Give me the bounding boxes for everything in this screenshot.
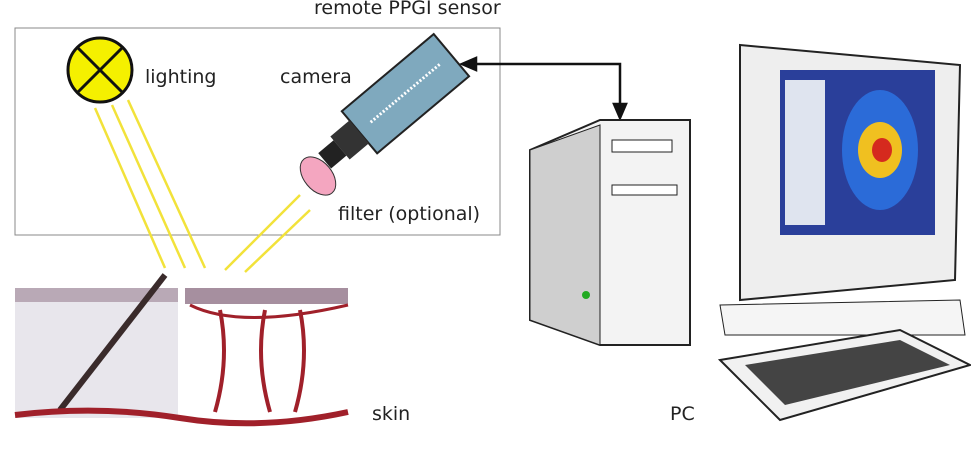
camera-icon bbox=[318, 32, 471, 169]
sensor-label: remote PPGI sensor bbox=[314, 0, 501, 19]
skin-label: skin bbox=[372, 403, 411, 425]
pc-tower-icon bbox=[529, 119, 691, 346]
sensor-box bbox=[14, 27, 501, 236]
connection-arrow bbox=[458, 56, 628, 122]
lighting-label: lighting bbox=[145, 66, 217, 88]
skin-illustration bbox=[14, 273, 349, 427]
light-rays bbox=[93, 99, 311, 273]
monitor-icon bbox=[719, 43, 966, 336]
camera-label: camera bbox=[280, 66, 352, 88]
filter-label: filter (optional) bbox=[338, 203, 481, 225]
keyboard-icon bbox=[717, 328, 971, 422]
lamp-icon bbox=[66, 36, 134, 104]
filter-icon bbox=[299, 156, 337, 196]
pc-label: PC bbox=[670, 403, 695, 425]
